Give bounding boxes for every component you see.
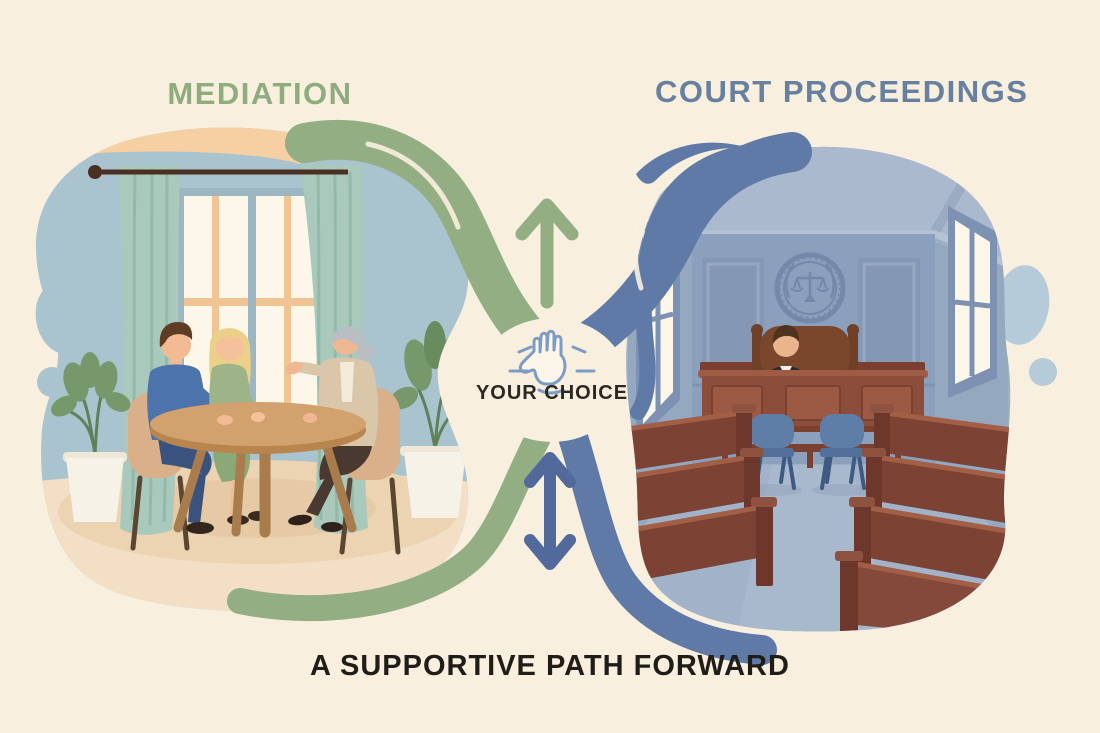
pews-right [835, 404, 1011, 632]
round-table [150, 402, 366, 538]
mediation-title: MEDIATION [167, 76, 353, 111]
potted-plant-left [51, 352, 131, 522]
raised-hand-icon [508, 329, 596, 395]
pews-left [626, 404, 777, 586]
judge-bench [698, 324, 928, 468]
court-scene [626, 146, 1011, 632]
scales-of-justice-emblem [774, 252, 846, 324]
court-proceedings-title: COURT PROCEEDINGS [655, 74, 1029, 109]
green-ribbon-bottom [227, 415, 556, 622]
blue-ribbon-bottom [555, 413, 777, 665]
wall-panels [692, 258, 935, 387]
up-arrow-icon [515, 198, 579, 309]
footer-caption: A SUPPORTIVE PATH FORWARD [310, 650, 790, 682]
decorative-blobs-right [994, 265, 1057, 386]
green-ribbon-top [285, 119, 562, 372]
your-choice-label: YOUR CHOICE [475, 382, 629, 404]
double-headed-arrow-icon [524, 452, 576, 570]
curtain-rod [88, 165, 348, 179]
court-window-right [948, 206, 997, 398]
blue-ribbon-top [555, 132, 812, 370]
